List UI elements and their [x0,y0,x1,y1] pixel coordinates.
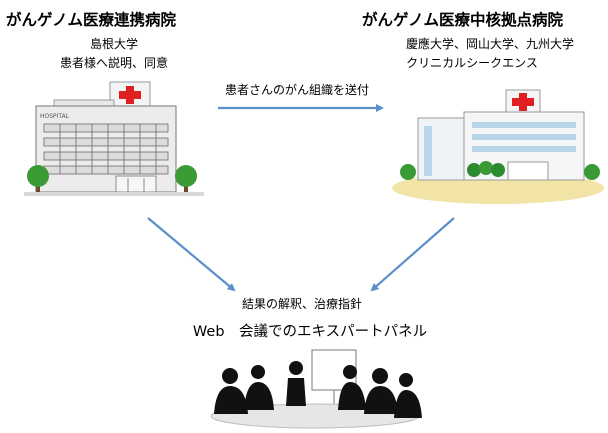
left-hospital-title: がんゲノム医療連携病院 [6,11,177,29]
left-hospital-role: 患者様へ説明、同意 [59,56,168,70]
left-hospital-institution: 島根大学 [89,37,138,51]
left-to-panel-arrow [147,217,236,292]
right-hospital-institutions: 慶應大学、岡山大学、九州大学 [405,37,574,51]
right-to-panel-arrow [370,217,455,292]
panel-label: Web 会議でのエキスパートパネル [192,324,428,340]
hospital-sign: HOSPITAL [40,113,70,120]
right-hospital-role: クリニカルシークエンス [406,56,538,70]
right-hospital-title: がんゲノム医療中核拠点病院 [362,11,564,29]
result-label: 結果の解釈、治療指針 [241,297,362,311]
meeting-silhouette-icon [210,349,422,429]
right-hospital-building-icon [392,89,604,204]
transfer-label: 患者さんのがん組織を送付 [224,83,369,97]
left-hospital-building-icon: HOSPITAL [24,81,204,196]
